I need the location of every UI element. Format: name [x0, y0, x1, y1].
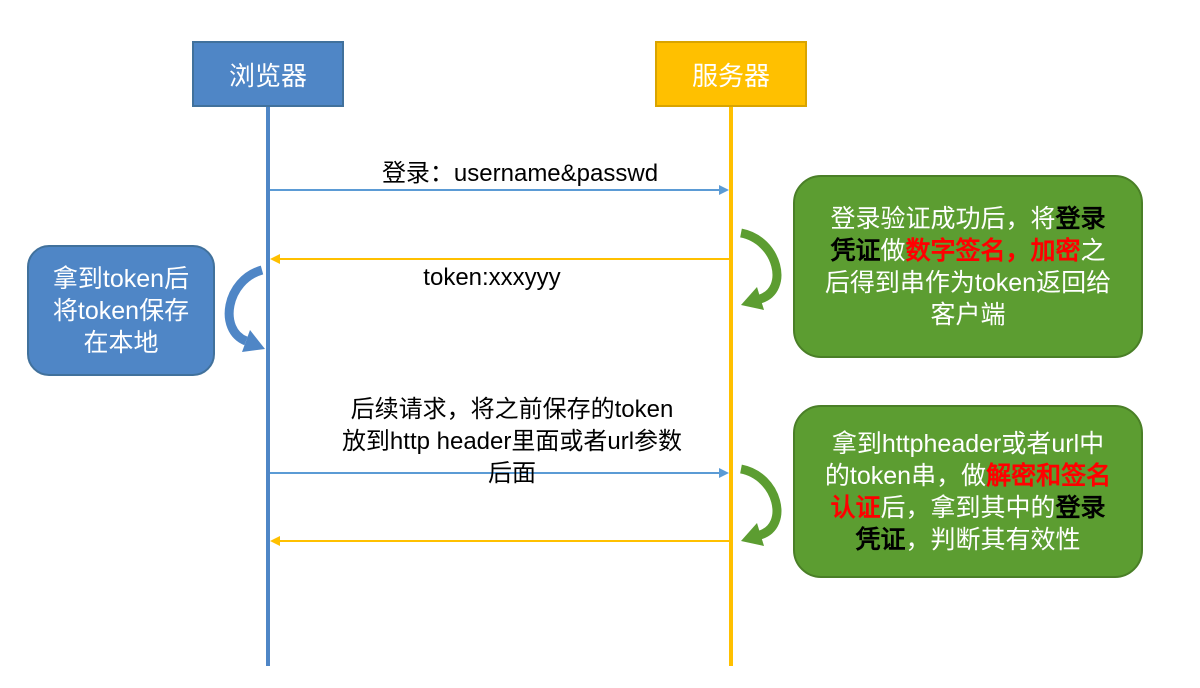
note-line: 登录验证成功后，将登录	[830, 203, 1105, 235]
note-text: 后得到串作为token返回给	[824, 268, 1112, 297]
note-text: 登录验证成功后，将	[830, 204, 1056, 233]
note-line: 后得到串作为token返回给	[825, 267, 1111, 299]
note-emphasis-red: 解密和签名	[986, 461, 1112, 490]
sign-token-curved-arrow	[739, 228, 782, 310]
verify-token-curve	[739, 464, 782, 540]
subsequent-request-label-line: 放到http header里面或者url参数	[341, 428, 683, 455]
note-line: 拿到httpheader或者url中	[832, 428, 1104, 460]
note-text: 的token串，做	[824, 461, 987, 490]
note-emphasis-red: 数字签名，加密	[905, 236, 1081, 265]
note-emphasis-dark: 登录	[1055, 204, 1106, 233]
subsequent-request-label-line: 后续请求，将之前保存的token	[350, 396, 674, 423]
browser-store-token-note: 拿到token后 将token保存 在本地	[27, 245, 215, 376]
note-text: 客户端	[930, 300, 1006, 329]
browser-participant-label: 浏览器	[228, 60, 307, 91]
note-line: 拿到token后	[52, 264, 190, 293]
note-emphasis-dark: 凭证	[855, 525, 906, 554]
note-emphasis-red: 认证	[830, 493, 881, 522]
browser-participant: 浏览器	[192, 41, 344, 107]
subsequent-request-arrow	[270, 468, 729, 478]
note-emphasis-dark: 登录	[1055, 493, 1106, 522]
sign-token-curve-head	[741, 287, 764, 310]
note-text: 拿到httpheader或者url中	[831, 429, 1105, 458]
server-participant-label: 服务器	[691, 60, 770, 91]
note-text: 做	[880, 236, 906, 265]
subsequent-request-label: 后续请求，将之前保存的token 放到http header里面或者url参数 …	[300, 394, 724, 490]
login-request-label: 登录：username&passwd	[381, 160, 659, 187]
token-response-arrowhead	[270, 254, 280, 264]
note-emphasis-dark: 凭证	[830, 236, 881, 265]
note-line: 凭证，判断其有效性	[855, 524, 1080, 556]
server-participant: 服务器	[655, 41, 807, 107]
verify-token-curve-head	[741, 523, 764, 546]
token-response-arrow	[270, 254, 729, 264]
sign-token-curve	[739, 228, 782, 304]
store-token-curve-head	[242, 330, 265, 352]
validation-response-arrow	[270, 536, 729, 546]
validation-response-arrowhead	[270, 536, 280, 546]
note-line: 的token串，做解密和签名	[825, 460, 1111, 492]
note-line: 在本地	[83, 328, 159, 357]
login-request-arrow	[270, 185, 729, 195]
note-text: 之	[1080, 236, 1106, 265]
note-text: ，判断其有效性	[905, 525, 1081, 554]
verify-token-curved-arrow	[739, 464, 782, 546]
token-response-label: token:xxxyyy	[423, 264, 561, 291]
server-sign-token-note: 登录验证成功后，将登录 凭证做数字签名，加密之 后得到串作为token返回给 客…	[793, 175, 1143, 358]
note-line: 将token保存	[52, 296, 190, 325]
note-line: 认证后，拿到其中的登录	[830, 492, 1105, 524]
server-verify-token-note: 拿到httpheader或者url中 的token串，做解密和签名 认证后，拿到…	[793, 405, 1143, 578]
subsequent-request-label-line: 后面	[488, 460, 536, 487]
note-text: 后，拿到其中的	[880, 493, 1056, 522]
note-line: 凭证做数字签名，加密之	[830, 235, 1105, 267]
note-line: 客户端	[930, 299, 1005, 331]
subsequent-request-arrowhead	[719, 468, 729, 478]
store-token-curved-arrow	[224, 265, 265, 352]
login-request-arrowhead	[719, 185, 729, 195]
store-token-curve	[224, 265, 264, 346]
